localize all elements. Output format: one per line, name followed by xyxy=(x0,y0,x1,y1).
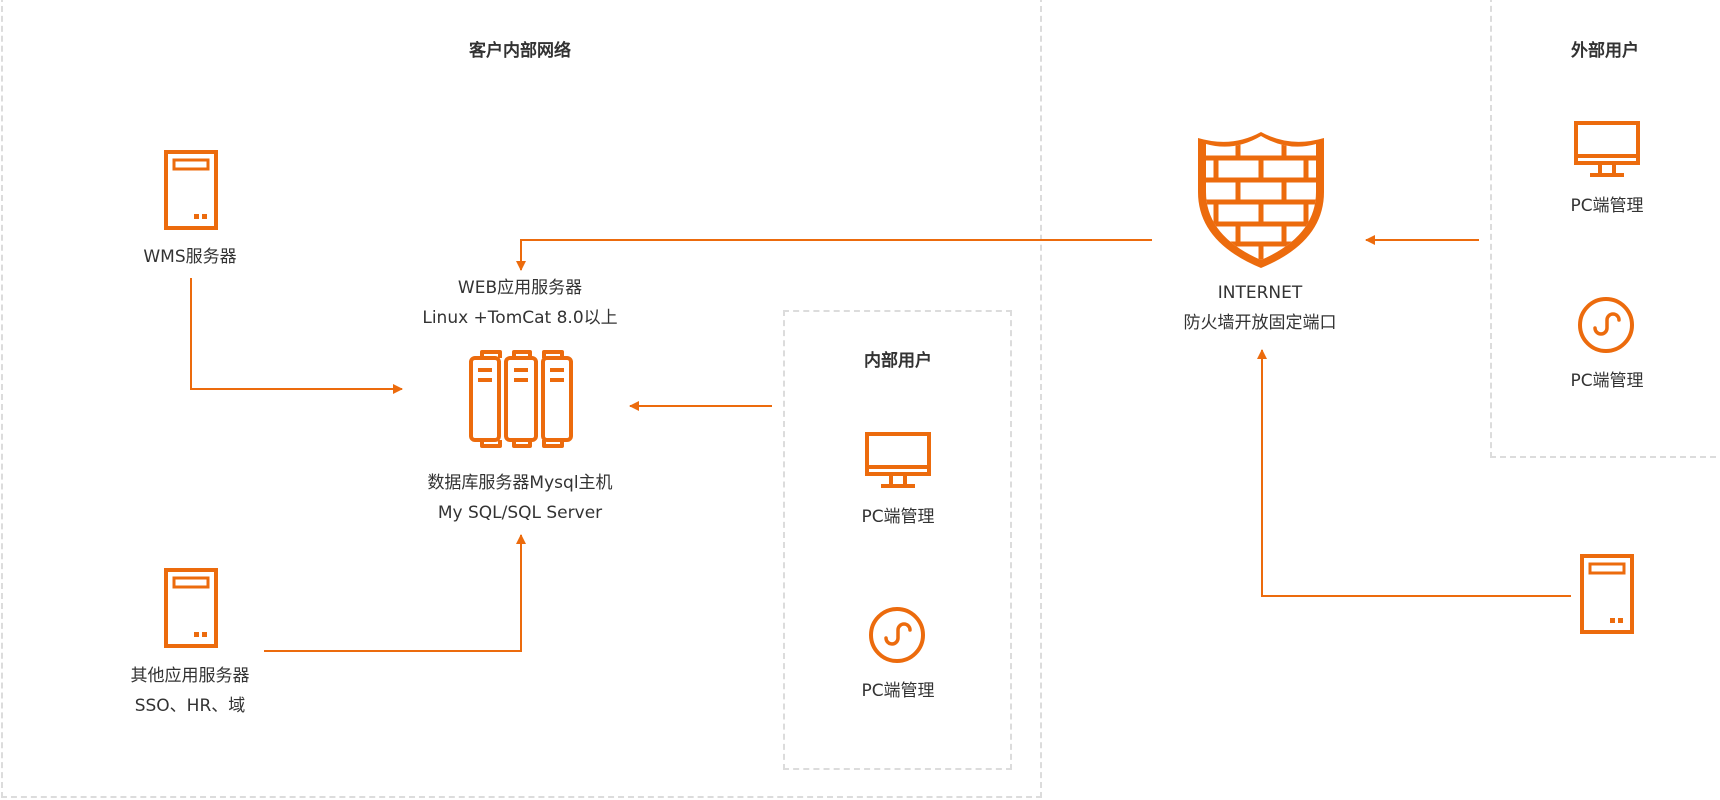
external-server-to-firewall-arrow xyxy=(1257,349,1571,597)
wms-server-name: WMS服务器 xyxy=(143,247,237,267)
internal-mini-label: PC端管理 xyxy=(798,676,998,706)
monitor-icon xyxy=(1574,121,1640,177)
mini-program-icon xyxy=(1578,297,1634,353)
internal-users-box xyxy=(783,310,1012,770)
internal-pc-label: PC端管理 xyxy=(798,502,998,532)
external-users-title: 外部用户 xyxy=(1571,41,1639,61)
other-servers-detail: SSO、HR、域 xyxy=(134,696,246,716)
server-icon xyxy=(1580,554,1634,634)
mini-program-icon xyxy=(869,607,925,663)
server-rack-icon xyxy=(469,350,573,448)
other-to-database-arrow xyxy=(264,534,526,652)
web-app-label: WEB应用服务器 Linux +TomCat 8.0以上 xyxy=(370,273,670,333)
web-app-name: WEB应用服务器 xyxy=(457,278,583,298)
other-servers-name: 其他应用服务器 xyxy=(130,666,250,686)
wms-server-label: WMS服务器 xyxy=(90,242,290,272)
web-app-detail: Linux +TomCat 8.0以上 xyxy=(422,308,618,328)
other-servers-label: 其他应用服务器 SSO、HR、域 xyxy=(70,661,310,721)
external-pc-name: PC端管理 xyxy=(1570,196,1644,216)
external-mini-name: PC端管理 xyxy=(1570,371,1644,391)
firewall-to-web-arrow xyxy=(516,239,1152,271)
internal-pc-name: PC端管理 xyxy=(861,507,935,527)
database-detail: My SQL/SQL Server xyxy=(437,503,603,523)
database-label: 数据库服务器Mysql主机 My SQL/SQL Server xyxy=(370,468,670,528)
database-name: 数据库服务器Mysql主机 xyxy=(427,473,613,493)
monitor-icon xyxy=(865,432,931,488)
firewall-label: INTERNET 防火墙开放固定端口 xyxy=(1110,278,1410,338)
external-mini-label: PC端管理 xyxy=(1507,366,1707,396)
external-users-box xyxy=(1490,0,1720,458)
firewall-shield-icon xyxy=(1198,132,1324,268)
internal-network-box xyxy=(1,0,1042,798)
server-icon xyxy=(164,150,218,230)
firewall-detail: 防火墙开放固定端口 xyxy=(1183,313,1337,333)
server-icon xyxy=(164,568,218,648)
external-pc-label: PC端管理 xyxy=(1507,191,1707,221)
internal-users-title: 内部用户 xyxy=(864,351,932,371)
wms-to-database-arrow xyxy=(190,278,403,394)
internal-network-title: 客户内部网络 xyxy=(469,41,571,61)
internal-mini-name: PC端管理 xyxy=(861,681,935,701)
firewall-name: INTERNET xyxy=(1217,283,1303,303)
